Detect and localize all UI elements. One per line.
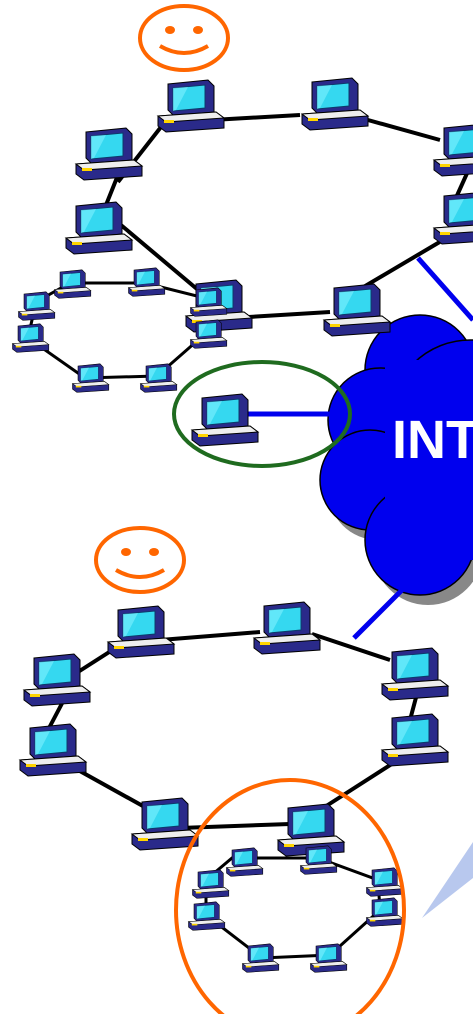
computer-icon — [190, 287, 228, 317]
computer-icon — [301, 77, 369, 131]
smiley-icon — [94, 526, 186, 594]
computer-icon — [381, 647, 449, 701]
computer-icon — [300, 845, 338, 875]
internet-link-bottom-network — [352, 570, 422, 640]
orange-highlight-ring — [174, 778, 406, 1014]
green-highlight-ring — [172, 360, 352, 468]
computer-icon — [366, 897, 404, 927]
internet-links — [246, 256, 473, 640]
computer-icon — [107, 605, 175, 659]
computer-icon — [18, 291, 56, 321]
computer-icon — [157, 79, 225, 133]
computer-icon — [253, 601, 321, 655]
computer-icon — [131, 797, 199, 851]
computer-icon — [140, 363, 178, 393]
computer-icon — [23, 653, 91, 707]
computer-icon — [128, 267, 166, 297]
bottom-network-computers — [19, 601, 449, 857]
internet-cloud: INT — [319, 314, 473, 605]
top-small-network-links — [26, 281, 207, 380]
computer-icon — [226, 847, 264, 877]
computer-icon — [310, 943, 348, 973]
computer-icon — [242, 943, 280, 973]
bottom-small-network-computers — [188, 845, 404, 973]
single-host — [172, 360, 352, 468]
computer-icon — [75, 127, 143, 181]
internet-link-top-network — [416, 256, 473, 322]
computer-icon — [433, 191, 473, 245]
computer-icon — [65, 201, 133, 255]
computer-icon — [190, 319, 228, 349]
computer-icon — [54, 269, 92, 299]
computer-icon — [381, 713, 449, 767]
computer-icon — [191, 393, 259, 447]
computer-icon — [188, 901, 226, 931]
callout-wedge — [422, 842, 473, 918]
smiley-icon — [138, 4, 230, 72]
computer-icon — [12, 323, 50, 353]
computer-icon — [433, 123, 473, 177]
cloud-label: INT — [392, 410, 473, 470]
computer-icon — [323, 283, 391, 337]
computer-icon — [19, 723, 87, 777]
computer-icon — [192, 869, 230, 899]
computer-icon — [72, 363, 110, 393]
